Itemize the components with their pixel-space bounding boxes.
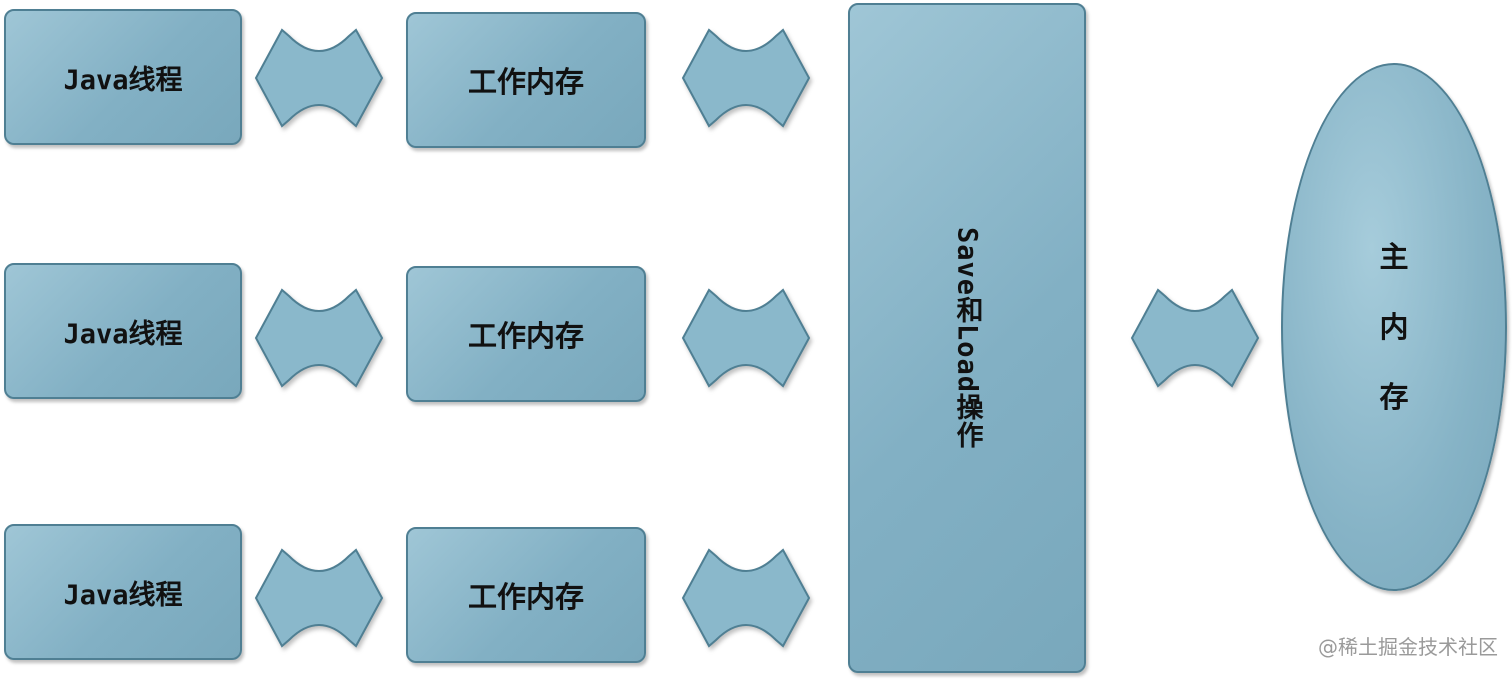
java-thread-box-1: Java线程 (4, 9, 242, 145)
double-arrow-icon (254, 548, 384, 648)
working-memory-box-2: 工作内存 (406, 266, 646, 402)
double-arrow-icon (681, 28, 811, 128)
save-load-operation-box: Save和Load操作 (848, 3, 1086, 673)
java-thread-box-2: Java线程 (4, 263, 242, 399)
java-thread-label: Java线程 (63, 318, 183, 350)
working-memory-label: 工作内存 (467, 580, 584, 614)
double-arrow-icon (681, 548, 811, 648)
working-memory-box-1: 工作内存 (406, 12, 646, 148)
watermark: @稀土掘金技术社区 (1318, 635, 1498, 659)
double-arrow-icon (254, 28, 384, 128)
double-arrow-icon (254, 288, 384, 388)
working-memory-box-3: 工作内存 (406, 527, 646, 663)
main-memory-ellipse: 主 内 存 (1281, 63, 1507, 591)
main-memory-char: 内 (1379, 310, 1409, 344)
java-thread-label: Java线程 (63, 579, 183, 611)
double-arrow-icon (681, 288, 811, 388)
main-memory-char: 存 (1379, 380, 1409, 414)
working-memory-label: 工作内存 (467, 319, 584, 353)
java-thread-label: Java线程 (63, 64, 183, 96)
double-arrow-icon (1130, 288, 1260, 388)
save-load-label: Save和Load操作 (951, 226, 983, 450)
java-thread-box-3: Java线程 (4, 524, 242, 660)
main-memory-char: 主 (1379, 240, 1409, 274)
working-memory-label: 工作内存 (467, 65, 584, 99)
